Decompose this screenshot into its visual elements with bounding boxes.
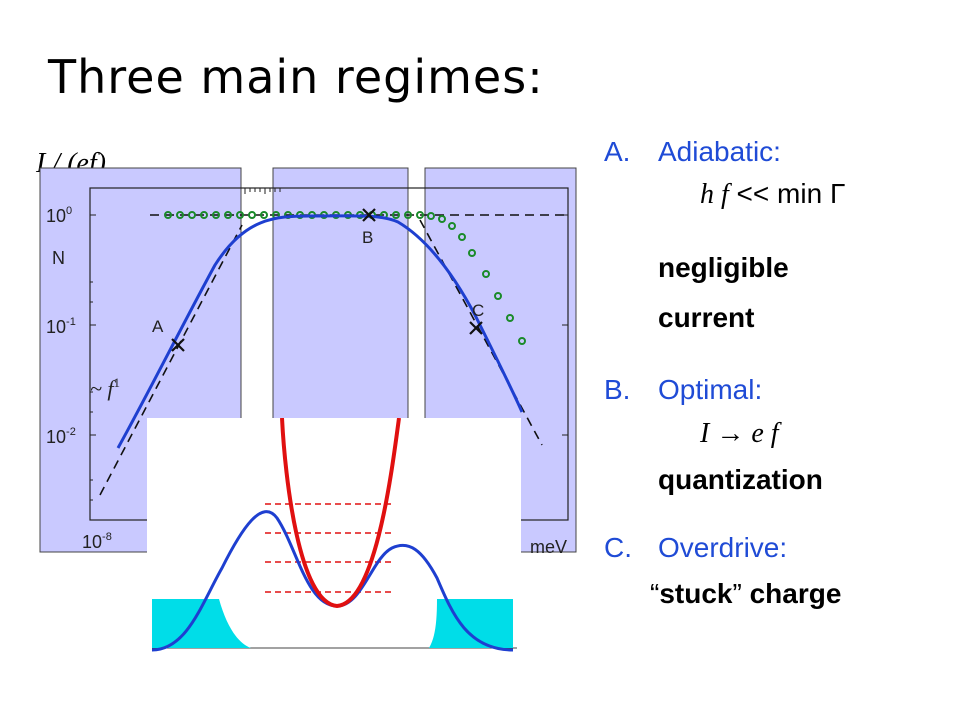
ytick-top: 100 [46,205,72,226]
point-c-marker [469,321,483,335]
slide-title: Three main regimes: [48,50,544,104]
ytick-mid: 10-1 [46,316,76,337]
regime-c-quote-open: “ [650,578,660,609]
regime-c-heading: Overdrive: [658,532,788,563]
regime-c-quote-close: ” [732,578,742,609]
regime-a-line1: negligible [658,252,789,283]
regime-b-formula: I → e f [700,418,779,449]
regime-a-heading: Adiabatic: [658,136,781,167]
regime-c-line: “stuck” charge [650,578,841,610]
potential-inset [147,417,521,652]
dot-potential-curve [280,417,401,609]
left-reservoir [152,599,251,648]
regime-b-letter: B. [604,374,631,405]
left-ticks [90,214,96,501]
xtick-left: 10-8 [82,531,112,552]
slope-annotation: ~ f1 [90,375,120,401]
x-unit-label: meV [530,537,567,557]
current-curve [116,214,524,449]
regime-a-formula-rhs: << min Γ [728,178,846,209]
point-a-label: A [152,317,164,336]
point-b-label: B [362,228,373,247]
regime-a-letter: A. [604,136,631,167]
green-dot-series [164,211,526,345]
regime-b-heading: Optimal: [658,374,763,405]
potential-diagram [151,417,517,652]
regime-a-formula-lhs: h f [700,179,729,210]
regime-c-quote-word: stuck [659,578,733,609]
regime-c-letter: C. [604,532,632,563]
point-c-label: C [472,301,484,320]
regime-a-line2: current [658,302,755,333]
regime-a-formula: h f << min Γ [700,178,845,211]
point-b-marker [362,208,376,222]
slope-dashed-line [99,224,243,496]
ytick-low: 10-2 [46,426,76,447]
panel-label-n: N [52,248,65,268]
regime-b-line1: quantization [658,464,823,495]
right-reservoir [429,599,513,648]
regime-c-tail: charge [741,578,842,609]
top-ticks [244,188,281,194]
point-a-marker [171,338,185,352]
